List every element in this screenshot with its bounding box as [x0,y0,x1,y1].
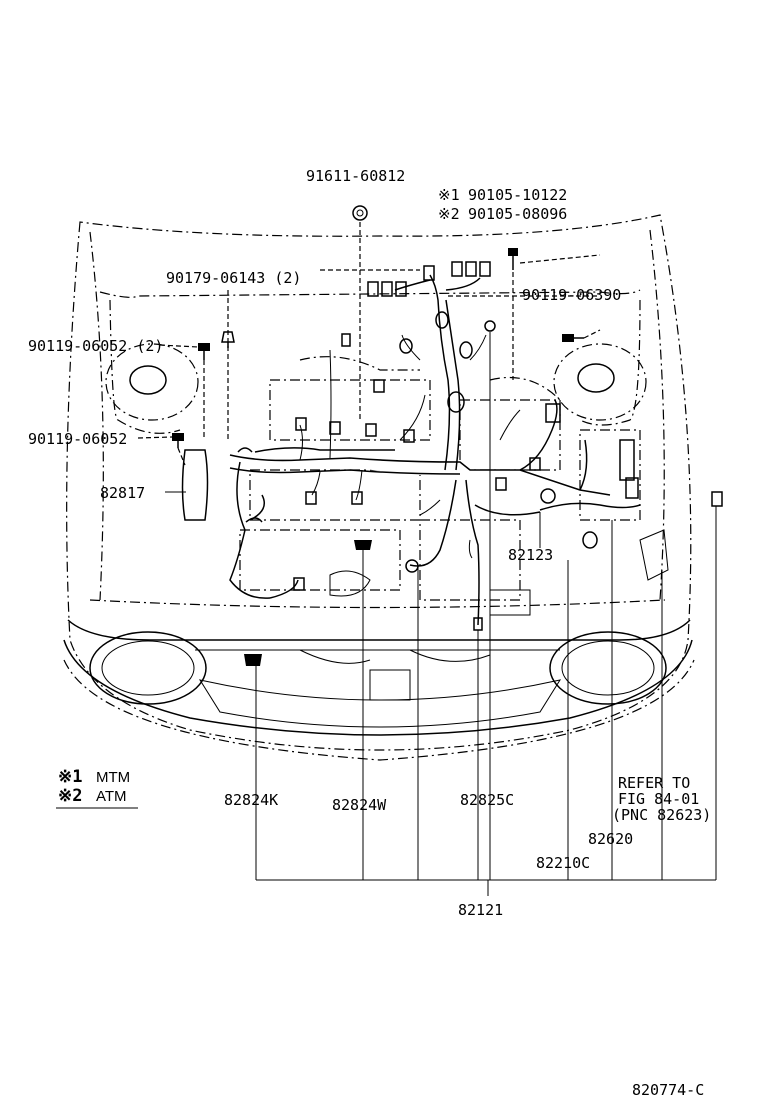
label-note1-mark: ※1 [438,186,460,204]
legend-mark-2: ※2 [58,786,82,806]
bolt-90119-06390-symbol [562,334,584,342]
legend-atm: ATM [96,788,127,805]
car-body-outline [63,214,695,761]
label-82121: 82121 [458,901,503,919]
label-note2-mark: ※2 [438,205,460,223]
strut-tower-right [553,343,647,421]
clamp-82824w-symbol [354,540,372,550]
label-82210c: 82210C [536,854,590,872]
bolt-90119-06052-2-symbol [198,343,210,360]
label-90119-06052: 90119-06052 [28,430,127,448]
grommet-91611-symbol [352,205,368,221]
label-82620: 82620 [588,830,633,848]
label-82817: 82817 [100,484,145,502]
bolt-90119-06052-symbol [172,433,184,448]
figure-id: 820774-C [632,1081,704,1099]
part-labels: 91611-60812 ※1 90105-10122 ※2 90105-0809… [28,167,711,1099]
label-fig-84-01: FIG 84-01 [618,790,699,808]
clip-82121-symbol [711,491,723,507]
label-82123: 82123 [508,546,553,564]
leader-lines [137,222,717,896]
label-90179-06143-2: 90179-06143 (2) [166,269,301,287]
grommet-82121-symbol [484,320,496,332]
label-90119-06390: 90119-06390 [522,286,621,304]
fasteners [172,205,723,666]
label-82825c: 82825C [460,791,514,809]
label-pnc-82623: (PNC 82623) [612,806,711,824]
label-refer-to: REFER TO [618,774,690,792]
harness-connectors [237,261,639,631]
legend-mark-1: ※1 [58,767,82,787]
label-90119-06052-2: 90119-06052 (2) [28,337,163,355]
wire-harness-main [229,274,641,626]
label-82824k: 82824K [224,791,278,809]
headlight-left [89,631,207,705]
legend-mtm: MTM [96,769,130,786]
legend: ※1 MTM ※2 ATM [56,767,138,809]
bolt-90105-symbol [508,248,518,270]
label-82824w: 82824W [332,796,387,814]
engine-components [181,356,669,701]
label-90105-10122: 90105-10122 [468,186,567,204]
strut-tower-left [105,343,199,421]
label-91611-60812: 91611-60812 [306,167,405,185]
label-90105-08096: 90105-08096 [468,205,567,223]
clamp-82824k-symbol [244,654,262,666]
headlight-right [549,631,667,705]
